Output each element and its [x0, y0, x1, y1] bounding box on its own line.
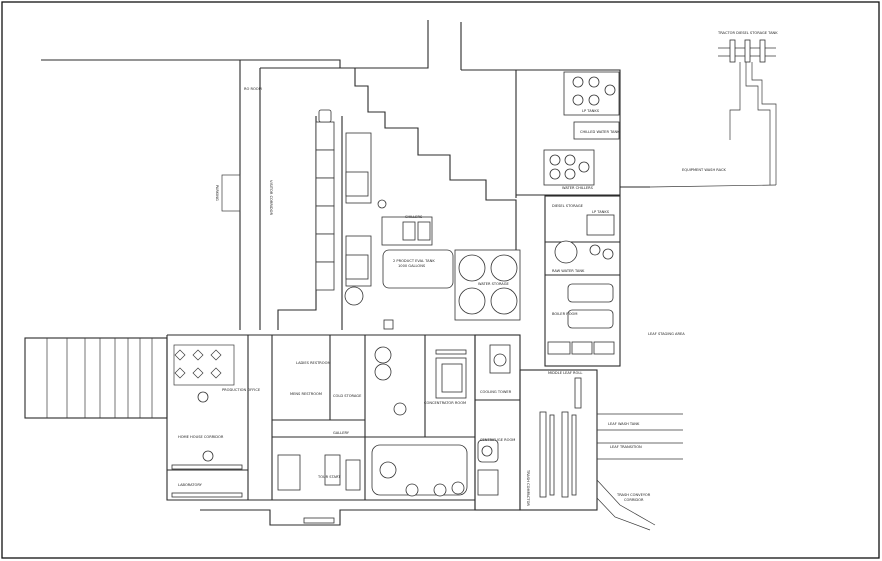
label-chilled-water: CHILLED WATER TANK: [580, 130, 620, 134]
label-concentrator-room: CONCENTRATOR ROOM: [424, 401, 466, 405]
label-boiler-room: BOILER ROOM: [552, 312, 577, 316]
label-chillers: CHILLERS: [405, 215, 423, 219]
label-lp-tanks-top: LP TANKS: [582, 109, 600, 113]
cooling-tower-area: [474, 334, 521, 511]
label-leaf-wash: LEAF WASH TANK: [608, 422, 640, 426]
label-tractor-diesel: TRACTOR DIESEL STORAGE TANK: [717, 31, 778, 35]
label-leaf-transition: LEAF TRANSITION: [610, 445, 642, 449]
label-cooling-tower: COOLING TOWER: [480, 390, 512, 394]
label-ladies-restroom: LADIES RESTROOM: [296, 361, 331, 365]
label-middle-leaf: MIDDLE LEAF ROLL: [548, 371, 582, 375]
label-home-house: HOME HOUSE CORRIDOR: [178, 435, 224, 439]
label-water-storage: WATER STORAGE: [478, 282, 509, 286]
label-raw-water: RAW WATER TANK: [552, 269, 585, 273]
water-storage-tanks: [454, 249, 521, 321]
label-trash-conveyor-sub: CORRIDOR: [624, 498, 644, 502]
label-gallery: GALLERY: [333, 431, 350, 435]
label-ro-room: RO ROOM: [244, 87, 262, 91]
label-parking: PARKING: [215, 185, 219, 201]
label-diesel-storage: DIESEL STORAGE: [552, 204, 584, 208]
site-boundary-lines: [41, 20, 777, 198]
label-trash-conveyor: TRASH CONVEYOR: [616, 493, 651, 497]
south-wall: [200, 509, 520, 526]
loading-ramps: [24, 337, 168, 419]
label-mens-restroom: MENS RESTROOM: [290, 392, 322, 396]
label-product-tank-sub: 1000 GALLONS: [398, 264, 426, 268]
parking-area: [221, 60, 261, 330]
label-water-chillers: WATER CHILLERS: [562, 186, 594, 190]
tractor-wash-area: [718, 39, 777, 185]
utility-building: [516, 69, 621, 367]
leaf-processing-conveyors: [519, 369, 683, 531]
main-building: [166, 334, 476, 510]
label-trash-compactor: TRASH COMPACTOR: [526, 469, 530, 506]
label-cold-storage: COLD STORAGE: [333, 394, 362, 398]
storage-bays: [315, 109, 335, 291]
label-tour-start: TOUR START: [317, 475, 341, 479]
label-product-tank: 2 PRODUCT EVAL TANK: [393, 259, 435, 263]
label-leaf-staging: LEAF STAGING AREA: [648, 332, 685, 336]
label-centrifuge-room: CENTRIFUGE ROOM: [480, 438, 515, 442]
label-laboratory: LABORATORY: [178, 483, 203, 487]
chiller-bay: [344, 132, 454, 330]
label-lp-tanks-mid: LP TANKS: [592, 210, 610, 214]
label-equipment-wash: EQUIPMENT WASH RACK: [682, 168, 727, 172]
label-visitor-corridor: VISITOR CORRIDOR: [269, 180, 273, 216]
label-production-office: PRODUCTION OFFICE: [222, 388, 261, 392]
room-labels: TRACTOR DIESEL STORAGE TANK EQUIPMENT WA…: [178, 31, 778, 506]
